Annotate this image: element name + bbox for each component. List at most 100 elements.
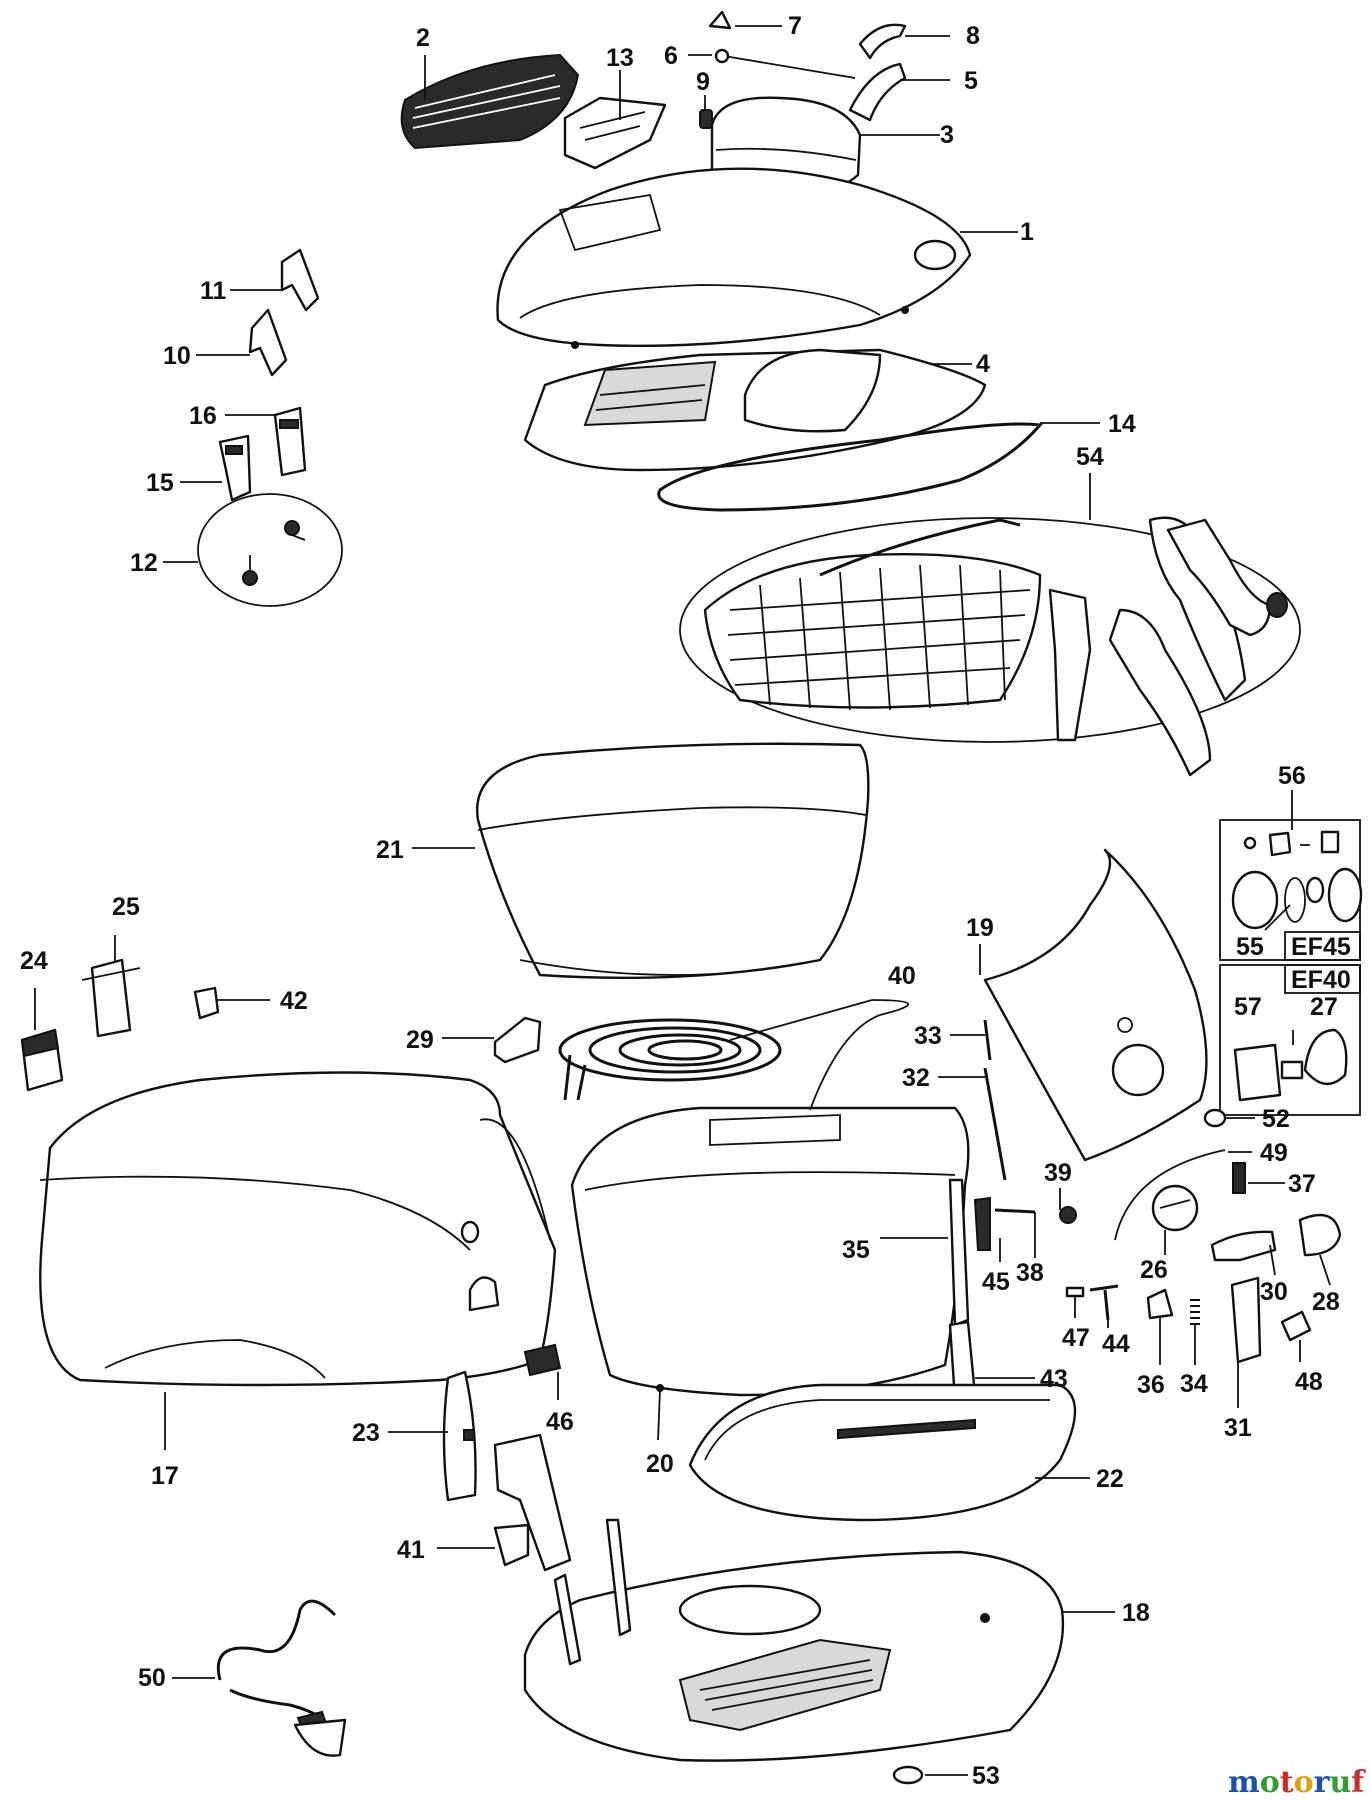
- part-44-clip: [1089, 1284, 1119, 1321]
- callout-labels: 1 2 3 4 5 6 7 8 9 10 11 12 13 14 15 16 1…: [20, 12, 1340, 1790]
- callout-10: 10: [163, 342, 191, 370]
- part-20-inner-housing: [570, 1106, 970, 1397]
- part-54-basket-assembly: [679, 516, 1301, 777]
- watermark-letter: o: [1260, 1765, 1280, 1800]
- part-16-clip: [273, 406, 307, 477]
- part-33-rod: [983, 1019, 992, 1061]
- part-32-rod: [983, 1067, 1007, 1181]
- callout-6: 6: [664, 42, 678, 70]
- part-5-hinge-plate: [848, 62, 907, 122]
- part-25-switch: [81, 958, 141, 1038]
- watermark-letter: r: [1314, 1765, 1331, 1800]
- callout-17: 17: [151, 1462, 179, 1490]
- callout-46: 46: [546, 1408, 574, 1436]
- callout-50: 50: [138, 1664, 166, 1692]
- callout-42: 42: [280, 987, 308, 1015]
- callout-44: 44: [1102, 1330, 1130, 1358]
- callout-28: 28: [1312, 1288, 1340, 1316]
- part-29-clip: [493, 1016, 542, 1064]
- part-46-switch: [523, 1343, 562, 1377]
- part-36-bracket: [1146, 1288, 1174, 1320]
- callout-21: 21: [376, 836, 404, 864]
- callout-15: 15: [146, 469, 174, 497]
- callout-18: 18: [1122, 1599, 1150, 1627]
- callout-4: 4: [976, 350, 990, 378]
- callout-35: 35: [842, 1236, 870, 1264]
- callout-leaders: [34, 25, 1331, 1776]
- callout-27: 27: [1310, 993, 1338, 1021]
- callout-41: 41: [397, 1536, 425, 1564]
- part-8-lid-handle: [858, 23, 907, 60]
- callout-1: 1: [1020, 218, 1034, 246]
- callout-45: 45: [982, 1268, 1010, 1296]
- callout-29: 29: [406, 1026, 434, 1054]
- part-14-gasket: [657, 422, 1043, 512]
- callout-36: 36: [1137, 1371, 1165, 1399]
- callout-49: 49: [1260, 1139, 1288, 1167]
- variant-box-ef40: EF40: [1219, 964, 1361, 1116]
- part-34-spring: [1190, 1299, 1200, 1325]
- callout-2: 2: [416, 24, 430, 52]
- part-11-bracket: [280, 248, 320, 312]
- part-53-foot: [892, 1765, 924, 1785]
- callout-52: 52: [1262, 1105, 1290, 1133]
- callout-32: 32: [902, 1064, 930, 1092]
- callout-11: 11: [200, 277, 227, 305]
- callout-7: 7: [788, 12, 802, 40]
- callout-33: 33: [914, 1022, 942, 1050]
- watermark-letter: f: [1351, 1765, 1366, 1800]
- part-18-base: [523, 1518, 1065, 1762]
- part-48-clip: [1280, 1310, 1312, 1342]
- callout-30: 30: [1260, 1278, 1288, 1306]
- part-12-screws: [197, 493, 343, 607]
- callout-24: 24: [20, 947, 48, 975]
- callout-39: 39: [1044, 1159, 1072, 1187]
- part-31-switch-block: [1230, 1276, 1262, 1364]
- callout-23: 23: [352, 1419, 380, 1447]
- part-52-cap: [1203, 1108, 1227, 1128]
- part-45-thermostat: [973, 1196, 991, 1251]
- callout-22: 22: [1096, 1465, 1124, 1493]
- callout-37: 37: [1288, 1170, 1316, 1198]
- callout-19: 19: [966, 914, 994, 942]
- callout-12: 12: [130, 549, 158, 577]
- variant-box-ef40-title: EF40: [1291, 966, 1351, 994]
- part-10-bracket: [248, 308, 288, 377]
- part-49-wire: [1114, 1149, 1226, 1241]
- watermark-letter: t: [1280, 1765, 1294, 1800]
- part-30-latch: [1210, 1230, 1277, 1262]
- part-35-bracket: [948, 1178, 970, 1327]
- part-24-switch: [20, 1028, 64, 1092]
- part-22-base-plate: [688, 1383, 1077, 1522]
- callout-48: 48: [1295, 1368, 1323, 1396]
- watermark-letter: u: [1329, 1765, 1351, 1800]
- callout-31: 31: [1224, 1414, 1252, 1442]
- part-13-filter: [563, 96, 667, 170]
- callout-43: 43: [1040, 1365, 1068, 1393]
- part-39-nut: [1059, 1206, 1077, 1224]
- callout-55: 55: [1236, 933, 1264, 961]
- variant-box-ef45: EF45: [1219, 819, 1363, 961]
- part-28-cover: [1298, 1213, 1342, 1257]
- variant-box-ef45-title: EF45: [1291, 933, 1351, 961]
- part-4-inner-plate: [523, 348, 987, 472]
- part-42-clip: [193, 986, 220, 1020]
- callout-53: 53: [972, 1762, 1000, 1790]
- watermark-logo: motoruf: [1228, 1765, 1366, 1800]
- callout-26: 26: [1140, 1256, 1168, 1284]
- part-41-bracket: [493, 1433, 572, 1572]
- part-50-power-cord: [217, 1599, 347, 1757]
- part-7-clip: [708, 10, 732, 30]
- callout-13: 13: [606, 44, 634, 72]
- part-9-spring: [699, 109, 713, 129]
- part-47-pin: [1065, 1286, 1085, 1298]
- callout-14: 14: [1108, 410, 1136, 438]
- part-6-hinge-rod: [714, 48, 856, 79]
- callout-34: 34: [1180, 1370, 1208, 1398]
- callout-8: 8: [966, 22, 980, 50]
- watermark-letter: o: [1294, 1765, 1314, 1800]
- callout-47: 47: [1062, 1324, 1090, 1352]
- callout-9: 9: [696, 68, 710, 96]
